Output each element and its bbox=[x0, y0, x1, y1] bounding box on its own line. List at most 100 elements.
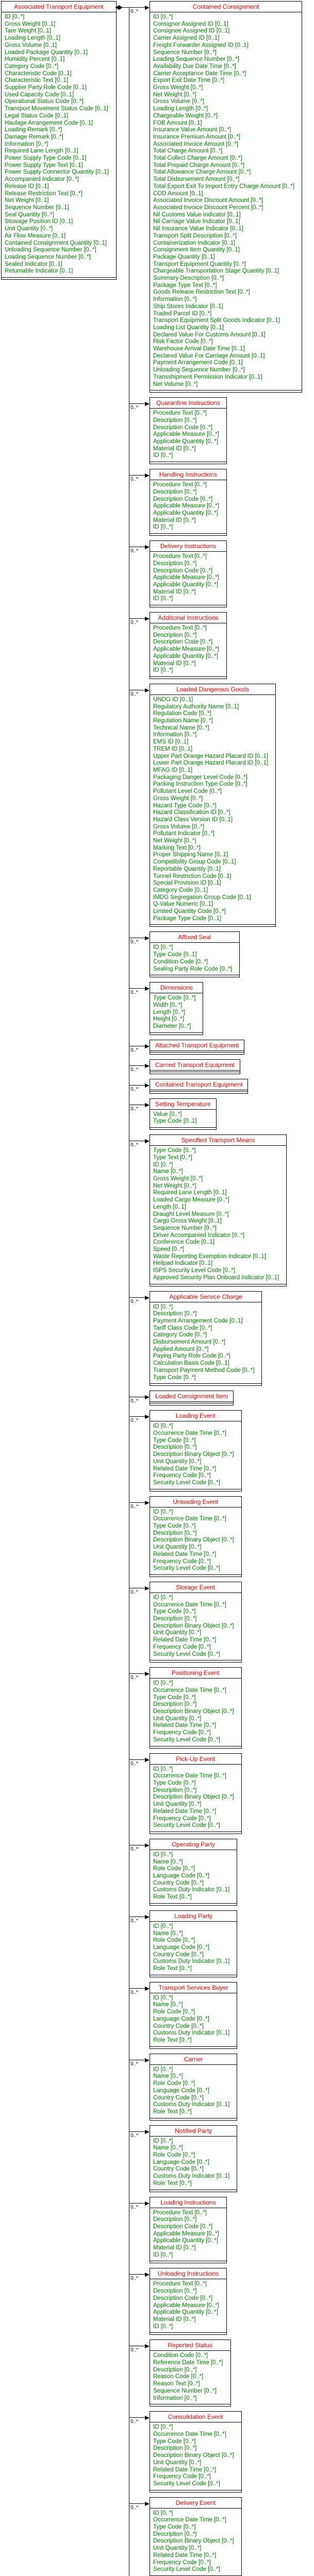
field-row: Material ID [0..*] bbox=[153, 517, 196, 523]
field-row: Returnable Indicator [0..1] bbox=[5, 268, 73, 275]
field-row: Description Code [0..*] bbox=[153, 639, 213, 646]
field-row: Regulation Name [0..*] bbox=[153, 718, 213, 724]
field-row: Chargeable Weight [0..*] bbox=[153, 112, 218, 119]
field-row: ID [0..*] bbox=[153, 1994, 173, 2001]
field-row: Role Code [0..*] bbox=[153, 1937, 195, 1944]
arrowhead-icon bbox=[145, 1083, 150, 1088]
field-row: Name [0..*] bbox=[153, 1168, 183, 1175]
field-row: Material ID [0..*] bbox=[153, 660, 196, 667]
field-row: Description [0..*] bbox=[153, 488, 197, 495]
field-row: Description [0..*] bbox=[153, 560, 197, 567]
class-title: Consolidation Event bbox=[150, 2412, 241, 2423]
field-row: Category Code [0..1] bbox=[153, 887, 208, 893]
field-row: Country Code [0..*] bbox=[153, 2094, 204, 2101]
field-row: ID [0..*] bbox=[153, 2066, 173, 2073]
association-line bbox=[129, 618, 145, 619]
field-row: Description Binary Object [0..*] bbox=[153, 2538, 234, 2545]
field-row: Related Date Time [0..*] bbox=[153, 1637, 217, 1643]
field-row: Description [0..*] bbox=[153, 2366, 197, 2373]
field-row: Material ID [0..*] bbox=[153, 2245, 196, 2251]
arrowhead-icon bbox=[145, 1044, 150, 1048]
collapsed-compartment bbox=[150, 1488, 241, 1491]
field-row: Unit Quantity [0..*] bbox=[153, 1458, 202, 1465]
collapsed-compartment bbox=[150, 2117, 237, 2120]
field-row: Role Code [0..*] bbox=[153, 2009, 195, 2015]
field-row: Containerization Indicator [0..1] bbox=[153, 240, 236, 246]
multiplicity-label: 0..* bbox=[130, 1142, 139, 1148]
class-title: Positioning Event bbox=[150, 1668, 241, 1679]
class-title: Contained Transport Equipment bbox=[150, 1079, 248, 1090]
arrowhead-icon bbox=[145, 1915, 150, 1919]
multiplicity-label: 0..* bbox=[130, 477, 139, 482]
field-row: Carrier Acceptance Date Time [0..*] bbox=[153, 70, 246, 77]
field-row: Transport Payment Method Code [0..*] bbox=[153, 1367, 255, 1374]
field-row: Goods Release Restriction Text [0..*] bbox=[153, 289, 250, 296]
field-row: Information [0..*] bbox=[153, 2395, 197, 2401]
attribute-compartment: Type Code [0..*]Type Text [0..*]ID [0..*… bbox=[150, 1146, 286, 1283]
field-row: Release ID [0..1] bbox=[5, 183, 49, 190]
field-row: Material ID [0..*] bbox=[153, 588, 196, 595]
field-row: Consignment Item Quantity [0..1] bbox=[153, 247, 240, 253]
arrowhead-icon bbox=[145, 1987, 150, 1991]
field-row: Package Type Code [0..1] bbox=[153, 915, 222, 922]
class-title: Loading Instructions bbox=[150, 2197, 226, 2208]
field-row: Required Lane Length [0..1] bbox=[5, 148, 78, 155]
field-row: Packing Instruction Type Code [0..*] bbox=[153, 781, 247, 788]
attribute-compartment: Condition Code [0..*]Reference Date Time… bbox=[150, 2351, 230, 2404]
field-row: Sealing Party Role Code [0..*] bbox=[153, 965, 232, 972]
field-row: ID [0..*] bbox=[153, 1923, 173, 1929]
field-row: ID [0..*] bbox=[153, 1423, 173, 1430]
multiplicity-label: 0..* bbox=[130, 9, 139, 14]
field-row: Associated Invoice Discount Amount [0..*… bbox=[153, 197, 263, 204]
field-row: ID [0..*] bbox=[5, 14, 25, 20]
multiplicity-label: 0..* bbox=[130, 691, 139, 697]
field-row: Description Binary Object [0..*] bbox=[153, 1537, 234, 1544]
field-row: Name [0..*] bbox=[153, 1858, 183, 1865]
field-row: Approved Security Plan Onboard Indicator… bbox=[153, 1274, 279, 1281]
arrowhead-icon bbox=[145, 545, 150, 549]
field-row: Length [0..1] bbox=[153, 1204, 186, 1210]
field-row: Description Binary Object [0..*] bbox=[153, 1622, 234, 1629]
field-row: Name [0..*] bbox=[153, 1930, 183, 1937]
field-row: Humidity Percent [0..1] bbox=[5, 56, 65, 63]
attribute-compartment: ID [0..*]Description [0..*]Payment Arran… bbox=[150, 1302, 261, 1384]
field-row: Power Supply Type Text [0..1] bbox=[5, 162, 83, 168]
field-row: UNDG ID [0..1] bbox=[153, 696, 193, 703]
multiplicity-label: 0..* bbox=[130, 2276, 139, 2281]
field-row: Regulation Code [0..*] bbox=[153, 710, 211, 717]
class-title: Attached Transport Equipment bbox=[150, 1040, 244, 1051]
attribute-compartment: ID [0..*]Name [0..*]Role Code [0..*]Lang… bbox=[150, 1922, 237, 1975]
multiplicity-label: 0..* bbox=[130, 620, 139, 625]
field-row: Technical Name [0..*] bbox=[153, 724, 209, 731]
association-line bbox=[129, 1502, 145, 1503]
field-row: Related Date Time [0..*] bbox=[153, 1722, 217, 1729]
field-row: Contained Consignment Quantity [0..1] bbox=[5, 240, 107, 246]
class-title: Loading Event bbox=[150, 1411, 241, 1422]
multiplicity-label: 0..* bbox=[130, 2505, 139, 2511]
field-row: ID [0..*] bbox=[153, 452, 173, 459]
class-title: Affixed Seal bbox=[150, 932, 239, 943]
association-line bbox=[129, 2417, 145, 2418]
field-row: Reason Code [0..*] bbox=[153, 2374, 204, 2380]
field-row: Package Quantity [0..1] bbox=[153, 253, 215, 260]
field-row: Material ID [0..*] bbox=[153, 445, 196, 452]
collapsed-compartment bbox=[150, 2046, 237, 2048]
field-row: Loading Length [0..*] bbox=[153, 106, 208, 112]
multiplicity-label: 0..* bbox=[130, 1106, 139, 1112]
field-row: Transport Equipment Split Goods Indicato… bbox=[153, 317, 280, 324]
field-row: Ship Stores Indicator [0..1] bbox=[153, 303, 223, 310]
class-title: Loading Party bbox=[150, 1911, 237, 1922]
field-row: Net Weight [0..*] bbox=[153, 838, 196, 844]
field-row: Gross Volume [0..*] bbox=[153, 823, 205, 830]
class-title: Handling Instructions bbox=[150, 469, 226, 481]
multiplicity-label: 0..* bbox=[130, 2419, 139, 2425]
arrowhead-icon bbox=[145, 1395, 150, 1399]
field-row: Total Charge Amount [0..*] bbox=[153, 148, 223, 155]
collapsed-compartment bbox=[150, 975, 239, 977]
arrowhead-icon bbox=[145, 2273, 150, 2277]
field-row: Description [0..*] bbox=[153, 1616, 197, 1622]
